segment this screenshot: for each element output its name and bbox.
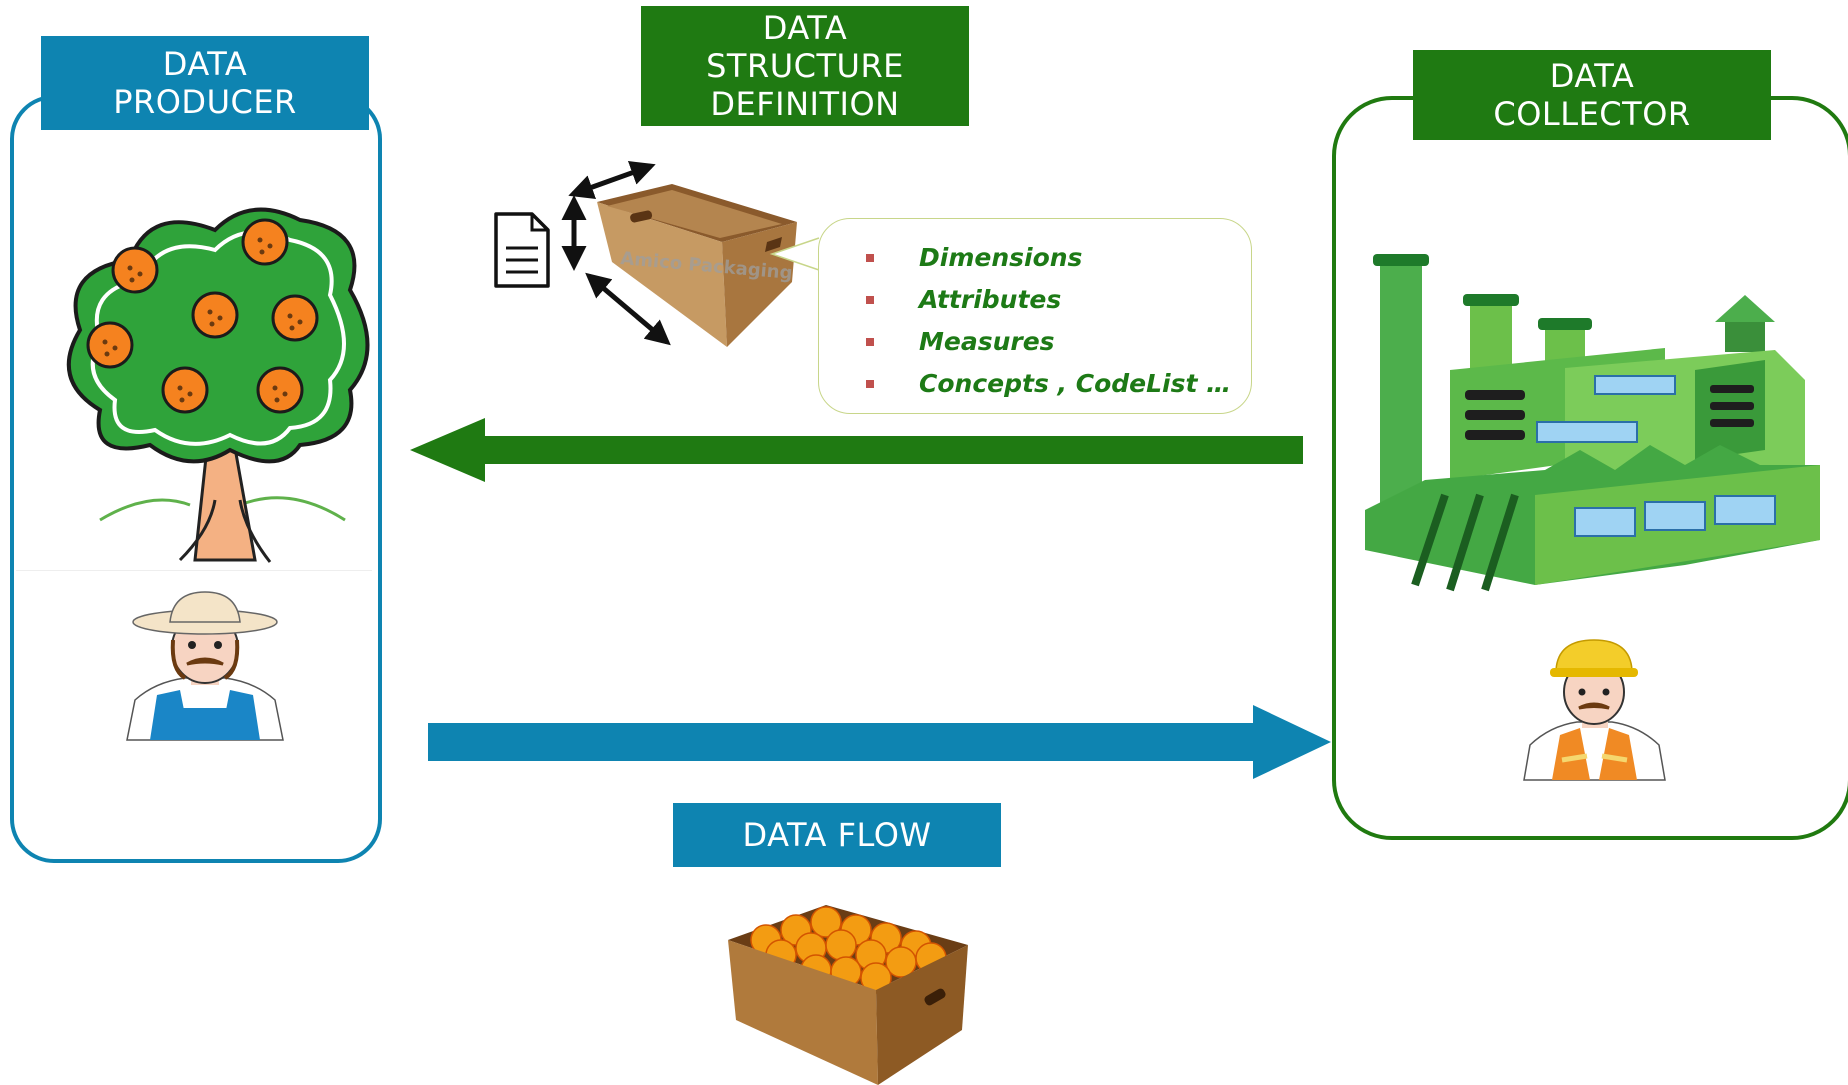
dsd-title-line-1: DATA [762,9,848,47]
orange-box-icon [728,905,968,1085]
producer-title: DATA PRODUCER [41,36,369,130]
data-flow-title-text: DATA FLOW [742,816,932,854]
document-icon [494,212,550,288]
data-flow-arrow-right [428,705,1331,779]
list-item: Concepts , CodeList … [847,363,1231,405]
dsd-title: DATA STRUCTURE DEFINITION [641,6,969,126]
producer-divider [16,570,372,571]
dsd-components-bubble: Dimensions Attributes Measures Concepts … [818,218,1252,414]
bullet-icon [866,338,874,346]
data-flow-title: DATA FLOW [673,803,1001,867]
bullet-icon [866,296,874,304]
list-item: Measures [847,321,1231,363]
collector-title-line-2: COLLECTOR [1493,95,1691,133]
farmer-icon [126,591,284,741]
item-concepts-codelist: Concepts , CodeList … [919,369,1232,398]
list-item: Dimensions [847,237,1231,279]
item-measures: Measures [919,327,1055,356]
callout-tail [769,237,820,271]
bullet-icon [866,254,874,262]
collector-title: DATA COLLECTOR [1413,50,1771,140]
dsd-components-list: Dimensions Attributes Measures Concepts … [847,237,1231,405]
dsd-title-line-3: DEFINITION [710,85,900,123]
list-item: Attributes [847,279,1231,321]
item-dimensions: Dimensions [919,243,1083,272]
worker-icon [1523,639,1666,781]
producer-title-line-1: DATA [162,45,248,83]
factory-icon [1365,254,1820,592]
empty-box-icon: Amico Packaging [597,184,797,347]
orange-tree-icon [66,207,370,563]
producer-title-line-2: PRODUCER [113,83,297,121]
dsd-title-line-2: STRUCTURE [706,47,904,85]
dsd-arrow-left [410,418,1303,482]
dimension-arrows-icon [561,160,671,346]
item-attributes: Attributes [919,285,1062,314]
bullet-icon [866,380,874,388]
collector-title-line-1: DATA [1549,57,1635,95]
